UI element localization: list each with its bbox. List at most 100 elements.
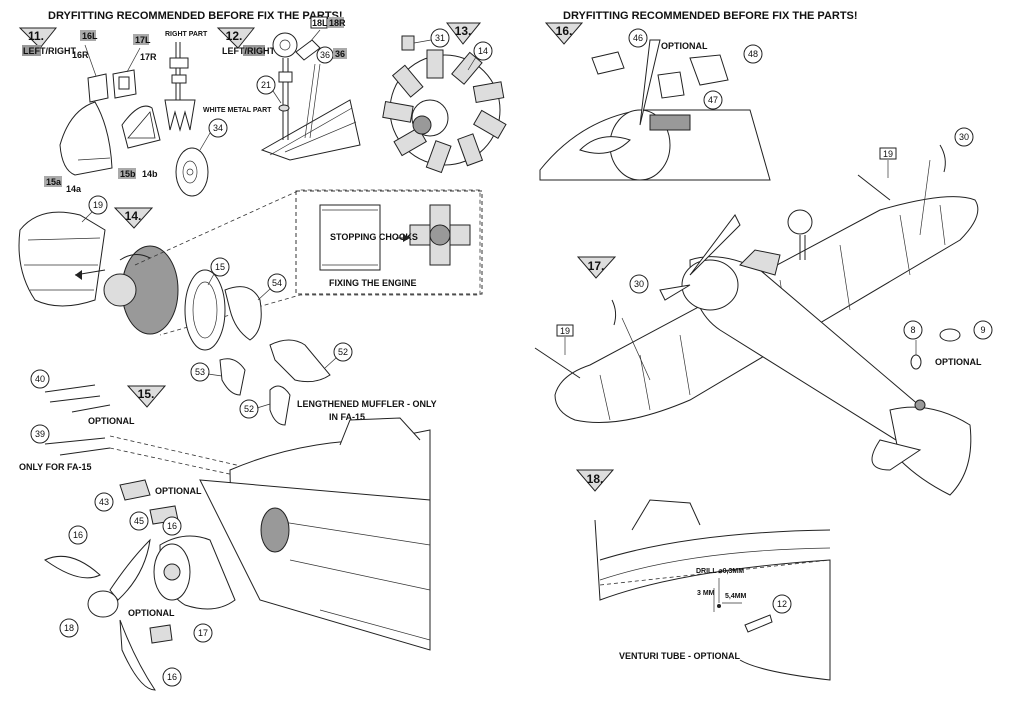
venturi-tube	[744, 614, 773, 633]
callout-34	[208, 118, 228, 138]
gear-door-18	[295, 39, 321, 61]
plate-17-window	[118, 76, 130, 90]
detail-guide	[134, 189, 481, 336]
svg-text:40: 40	[35, 374, 45, 384]
canopy-17	[739, 249, 781, 276]
exhaust-guide	[109, 435, 281, 486]
prop-blade-top	[109, 538, 151, 601]
callout-31	[430, 28, 450, 48]
callout-17	[193, 623, 213, 643]
step-number-18: 18.	[587, 472, 604, 486]
svg-text:17: 17	[198, 628, 208, 638]
fairing-14a	[59, 101, 113, 176]
prop-blade-left	[44, 555, 101, 579]
part-label-15b: 15b	[120, 169, 136, 179]
callout-39	[30, 424, 50, 444]
svg-text:31: 31	[435, 33, 445, 43]
part-47	[657, 71, 685, 99]
part-30b	[611, 299, 617, 326]
callout-9	[973, 320, 993, 340]
callout-52a	[333, 342, 353, 362]
svg-text:19: 19	[883, 149, 893, 159]
note-white-metal: WHITE METAL PART	[203, 107, 272, 114]
step-marker-14	[113, 207, 154, 229]
mount-ring-15	[184, 269, 226, 351]
part-box-16L	[80, 30, 96, 41]
detail-engine	[409, 204, 471, 266]
callout-8	[903, 320, 923, 340]
step-13: 13. 31 14	[382, 22, 507, 174]
drill-point	[717, 604, 721, 608]
gear-fork	[164, 99, 196, 132]
step-14: 14. 19 STOPPING CHOCKS FIXING THE ENGINE	[18, 189, 483, 426]
spinner	[87, 590, 119, 618]
part-label-14a: 14a	[66, 184, 82, 194]
canopy-15	[339, 417, 421, 446]
part-19a	[857, 174, 891, 201]
part-label-36: 36	[335, 49, 345, 59]
cowl-flap-43	[119, 479, 151, 501]
part-31	[401, 35, 415, 51]
svg-text:16: 16	[167, 672, 177, 682]
part-label-14b: 14b	[142, 169, 158, 179]
callout-45	[129, 511, 149, 531]
svg-text:52: 52	[244, 404, 254, 414]
gear-strut	[175, 42, 181, 100]
part-box-17L	[133, 34, 149, 45]
note-in-fa15: IN FA-15	[329, 412, 365, 422]
svg-text:14: 14	[478, 46, 488, 56]
step-number-14: 14.	[125, 209, 142, 223]
header-left: DRYFITTING RECOMMENDED BEFORE FIX THE PA…	[48, 10, 343, 22]
wheel-17	[787, 209, 813, 235]
callout-21	[256, 75, 276, 95]
canopy-18	[631, 499, 701, 531]
step-number-13: 13.	[455, 24, 472, 38]
step-12: 12. LEFT/RIGHT 18L 18R 36 36 21	[216, 16, 361, 161]
svg-text:39: 39	[35, 429, 45, 439]
callout-19c	[556, 324, 574, 337]
cowling-17	[681, 259, 739, 311]
callout-54	[267, 273, 287, 293]
left-highlight-11	[22, 45, 41, 56]
retraction-rod	[304, 63, 321, 139]
svg-text:19: 19	[93, 200, 103, 210]
note-drill: DRILL ⌀0,3MM	[696, 568, 744, 575]
svg-text:52: 52	[338, 347, 348, 357]
svg-text:47: 47	[708, 95, 718, 105]
svg-text:21: 21	[261, 80, 271, 90]
prop-blade-bottom	[119, 619, 156, 691]
callout-53	[190, 362, 210, 382]
part-box-15b	[118, 168, 136, 179]
svg-text:43: 43	[99, 497, 109, 507]
svg-text:30: 30	[634, 279, 644, 289]
svg-text:16: 16	[73, 530, 83, 540]
step-15: 15. 40 OPTIONAL 39 ONLY FOR FA-15 43 OPT…	[19, 369, 431, 691]
exhaust-pipes-39	[44, 437, 111, 456]
step-number-15: 15.	[138, 387, 155, 401]
part-label-16L: 16L	[82, 31, 98, 41]
part-30a	[939, 144, 946, 173]
note-optional-15a: OPTIONAL	[88, 416, 135, 426]
step-number-16: 16.	[556, 24, 573, 38]
note-3mm: 3 MM	[697, 590, 715, 597]
part-box-18L	[310, 16, 328, 29]
callout-12	[772, 594, 792, 614]
part-19b	[534, 347, 581, 379]
svg-text:48: 48	[748, 49, 758, 59]
step-marker-18	[575, 469, 615, 492]
exhaust-52b	[269, 385, 291, 426]
note-optional-17: OPTIONAL	[935, 357, 982, 367]
callout-16b	[162, 516, 182, 536]
right-highlight-12	[243, 45, 265, 56]
fuselage-18	[594, 519, 831, 681]
note-right-part: RIGHT PART	[165, 31, 208, 38]
exhaust-53	[219, 358, 246, 396]
cowl-opening	[260, 507, 290, 553]
svg-text:8: 8	[910, 325, 915, 335]
part-label-15a: 15a	[46, 177, 62, 187]
callout-19a	[88, 195, 108, 215]
callout-40	[30, 369, 50, 389]
step-marker-17	[576, 256, 617, 279]
svg-text:45: 45	[134, 516, 144, 526]
